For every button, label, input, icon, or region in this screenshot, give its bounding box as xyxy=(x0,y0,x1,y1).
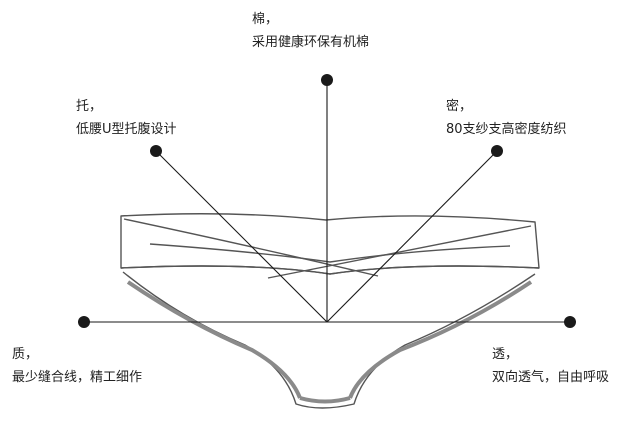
feature-breathable-title: 透， xyxy=(492,347,519,362)
callout-lines xyxy=(84,80,570,323)
feature-density: 密， 80支纱支高密度纺织 xyxy=(446,95,567,141)
feature-breathable: 透， 双向透气，自由呼吸 xyxy=(492,343,609,389)
callout-dot-quality xyxy=(78,316,90,328)
callout-dot-support xyxy=(150,145,162,157)
feature-support-title: 托， xyxy=(76,99,103,114)
callout-dot-density xyxy=(491,145,503,157)
callout-dot-breathable xyxy=(564,316,576,328)
callout-line-density xyxy=(326,150,498,323)
briefs-illustration-icon xyxy=(120,213,540,409)
feature-quality: 质， 最少缝合线，精工细作 xyxy=(12,343,142,389)
feature-density-desc: 80支纱支高密度纺织 xyxy=(446,122,567,137)
feature-quality-desc: 最少缝合线，精工细作 xyxy=(12,370,143,385)
callout-line-support xyxy=(155,150,328,323)
feature-cotton-desc: 采用健康环保有机棉 xyxy=(252,35,370,50)
feature-quality-title: 质， xyxy=(12,347,39,362)
feature-breathable-desc: 双向透气，自由呼吸 xyxy=(492,370,610,385)
callout-dot-cotton xyxy=(321,74,333,86)
feature-support-desc: 低腰U型托腹设计 xyxy=(76,122,177,137)
feature-cotton-title: 棉， xyxy=(252,12,279,27)
feature-cotton: 棉， 采用健康环保有机棉 xyxy=(252,8,369,54)
feature-support: 托， 低腰U型托腹设计 xyxy=(76,95,177,141)
feature-density-title: 密， xyxy=(446,99,473,114)
